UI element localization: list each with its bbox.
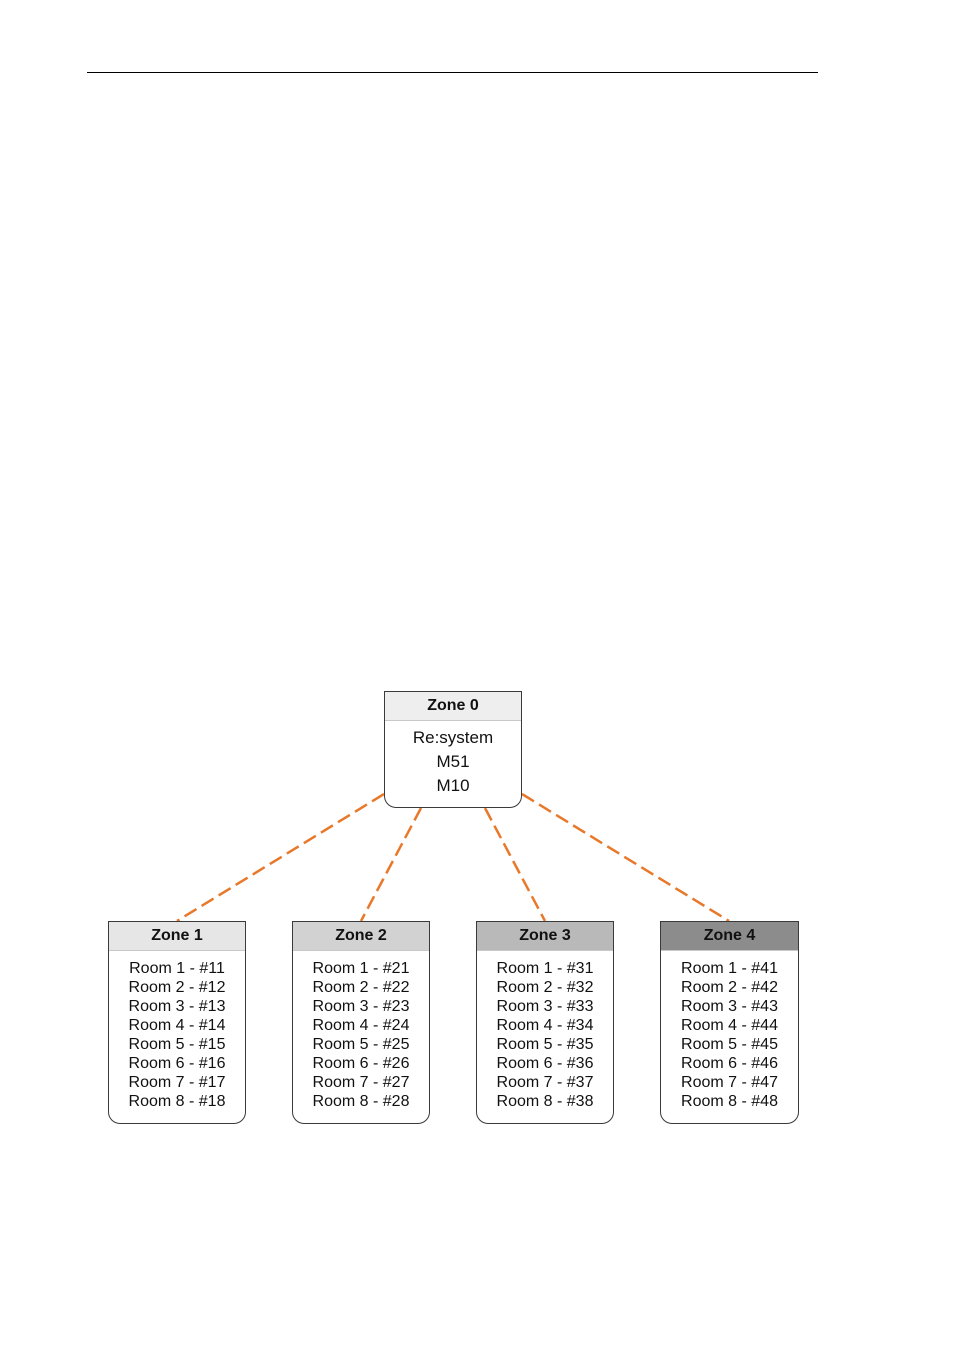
zone-1-box: Zone 1 Room 1 - #11 Room 2 - #12 Room 3 … — [108, 921, 246, 1124]
room-item: Room 2 - #32 — [496, 979, 594, 996]
zone-4-title: Zone 4 — [661, 922, 798, 951]
connector-zone-2 — [359, 807, 423, 922]
zone-3-title: Zone 3 — [477, 922, 613, 951]
zone-2-box: Zone 2 Room 1 - #21 Room 2 - #22 Room 3 … — [292, 921, 430, 1124]
zone-2-title: Zone 2 — [293, 922, 429, 951]
zone-4-box: Zone 4 Room 1 - #41 Room 2 - #42 Room 3 … — [660, 921, 799, 1124]
room-item: Room 1 - #11 — [129, 960, 225, 977]
zone-2-room-list: Room 1 - #21 Room 2 - #22 Room 3 - #23 R… — [293, 951, 429, 1111]
zone-3-room-list: Room 1 - #31 Room 2 - #32 Room 3 - #33 R… — [477, 951, 613, 1111]
room-item: Room 8 - #18 — [128, 1093, 226, 1110]
room-item: Room 5 - #45 — [681, 1036, 778, 1053]
room-item: Room 6 - #26 — [312, 1055, 410, 1072]
zone-root-title: Zone 0 — [385, 692, 521, 721]
room-item: Room 7 - #17 — [128, 1074, 226, 1091]
room-item: Room 8 - #28 — [312, 1093, 410, 1110]
zone-1-room-list: Room 1 - #11 Room 2 - #12 Room 3 - #13 R… — [109, 951, 245, 1111]
room-item: Room 6 - #16 — [128, 1055, 226, 1072]
connector-zone-3 — [483, 807, 547, 922]
connector-zone-1 — [176, 792, 385, 923]
connector-zone-4 — [521, 792, 730, 923]
room-item: Room 4 - #24 — [312, 1017, 410, 1034]
room-item: Room 2 - #22 — [312, 979, 410, 996]
zone-3-box: Zone 3 Room 1 - #31 Room 2 - #32 Room 3 … — [476, 921, 614, 1124]
room-item: Room 8 - #48 — [681, 1093, 778, 1110]
room-item: Room 2 - #42 — [681, 979, 778, 996]
room-item: Room 5 - #25 — [312, 1036, 410, 1053]
header-rule — [87, 72, 818, 73]
device-label: M51 — [436, 752, 470, 771]
zone-root-box: Zone 0 Re:system M51 M10 — [384, 691, 522, 808]
zone-4-room-list: Room 1 - #41 Room 2 - #42 Room 3 - #43 R… — [661, 951, 798, 1111]
room-item: Room 3 - #23 — [312, 998, 410, 1015]
room-item: Room 7 - #47 — [681, 1074, 778, 1091]
zone-1-title: Zone 1 — [109, 922, 245, 951]
room-item: Room 4 - #34 — [496, 1017, 594, 1034]
room-item: Room 7 - #37 — [496, 1074, 594, 1091]
room-item: Room 1 - #41 — [681, 960, 778, 977]
room-item: Room 6 - #36 — [496, 1055, 594, 1072]
room-item: Room 7 - #27 — [312, 1074, 410, 1091]
room-item: Room 3 - #33 — [496, 998, 594, 1015]
room-item: Room 8 - #38 — [496, 1093, 594, 1110]
room-item: Room 1 - #31 — [496, 960, 594, 977]
room-item: Room 4 - #44 — [681, 1017, 778, 1034]
room-item: Room 5 - #35 — [496, 1036, 594, 1053]
room-item: Room 1 - #21 — [312, 960, 410, 977]
room-item: Room 5 - #15 — [128, 1036, 226, 1053]
room-item: Room 3 - #13 — [128, 998, 226, 1015]
room-item: Room 6 - #46 — [681, 1055, 778, 1072]
room-item: Room 2 - #12 — [128, 979, 226, 996]
room-item: Room 3 - #43 — [681, 998, 778, 1015]
zone-root-devices: Re:system M51 M10 — [385, 721, 521, 798]
device-label: Re:system — [412, 728, 494, 747]
device-label: M10 — [436, 776, 470, 795]
room-item: Room 4 - #14 — [128, 1017, 226, 1034]
